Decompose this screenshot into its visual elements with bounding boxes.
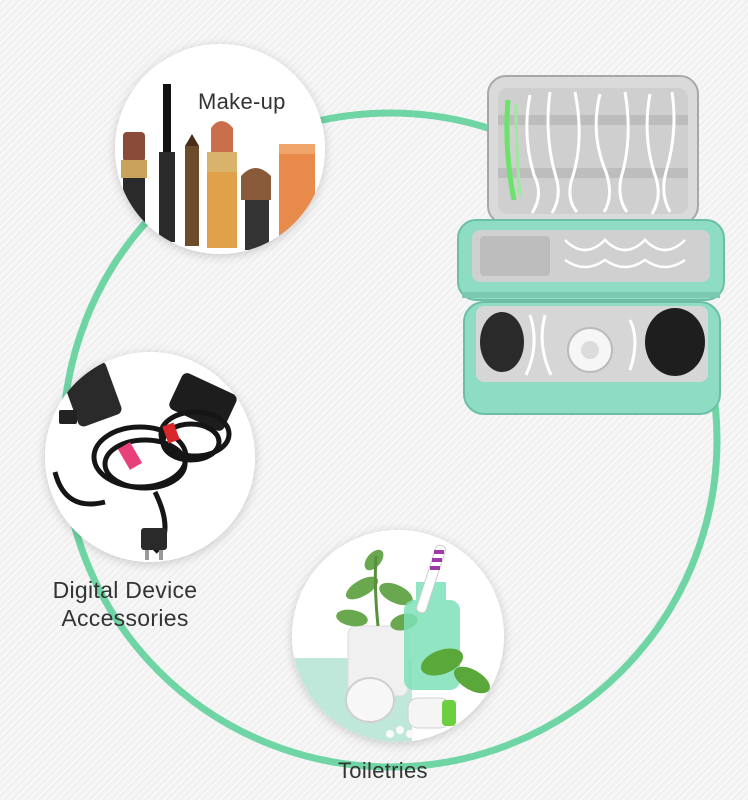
label-digital-accessories: Digital Device Accessories	[36, 576, 214, 632]
label-digital-line-1: Digital Device	[52, 577, 198, 603]
toiletries-icon	[292, 530, 504, 742]
cable-icon	[45, 352, 255, 562]
toiletries-bubble	[292, 530, 504, 742]
makeup-bubble	[115, 44, 325, 254]
organizer-bag-image	[457, 75, 725, 415]
label-makeup: Make-up	[198, 89, 286, 114]
label-digital-line-2: Accessories	[61, 605, 189, 631]
label-toiletries: Toiletries	[338, 758, 428, 783]
makeup-icon	[115, 44, 325, 254]
digital-accessories-bubble	[45, 352, 255, 562]
